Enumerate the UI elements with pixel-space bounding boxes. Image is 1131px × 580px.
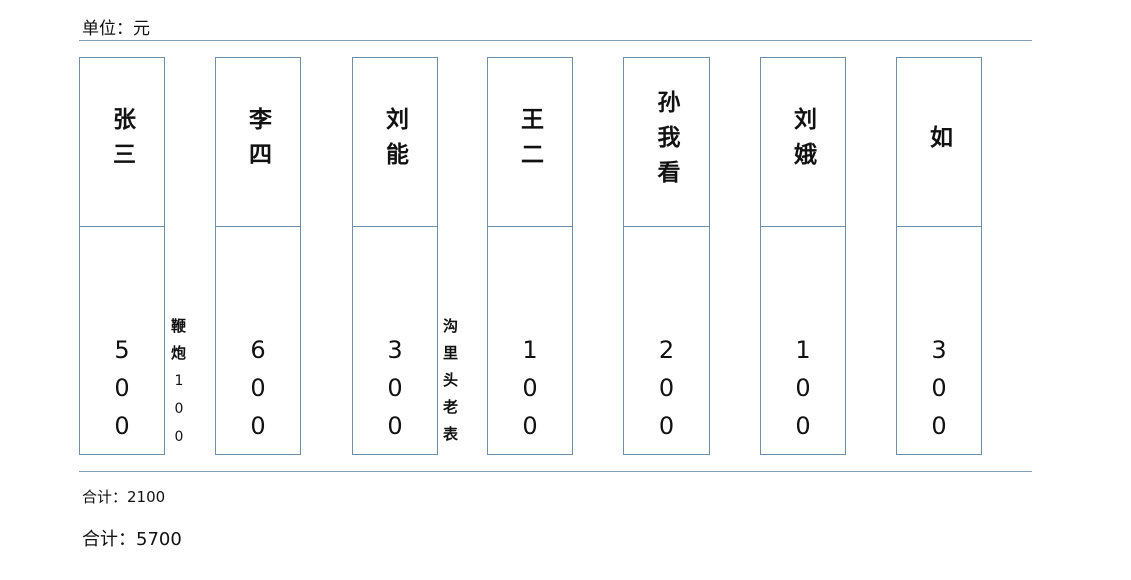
card-name: 孙我看 [653, 89, 680, 195]
note-firecrackers-amount: 100 [171, 373, 187, 457]
note-firecrackers: 鞭炮 [169, 318, 187, 372]
gift-card-liu-e: 刘娥 100 [760, 57, 846, 455]
card-amount-cell: 200 [624, 336, 709, 450]
card-amount-cell: 300 [897, 336, 981, 450]
note-label: 鞭炮 [169, 318, 187, 372]
total-line-1: 合计：2100 [82, 488, 166, 506]
gift-card-wang-er: 王二 100 [487, 57, 573, 455]
card-name-cell: 张三 [80, 58, 164, 227]
card-amount-cell: 500 [80, 336, 164, 450]
card-amount-cell: 100 [488, 336, 572, 450]
bottom-divider [79, 471, 1032, 472]
card-name-cell: 刘娥 [761, 58, 845, 227]
card-name: 如 [925, 124, 953, 160]
card-name-cell: 李四 [216, 58, 300, 227]
card-amount: 300 [381, 336, 409, 450]
card-amount-cell: 100 [761, 336, 845, 450]
unit-label: 单位：元 [82, 19, 150, 39]
gift-card-zhang-san: 张三 500 [79, 57, 165, 455]
note-label: 沟里头老表 [441, 318, 459, 453]
card-amount: 600 [244, 336, 272, 450]
note-amount: 100 [171, 373, 187, 457]
note-cousin: 沟里头老表 [441, 318, 459, 453]
card-name: 张三 [108, 107, 136, 177]
top-divider [79, 40, 1032, 41]
card-amount: 200 [652, 336, 681, 450]
gift-card-ru: 如 300 [896, 57, 982, 455]
card-amount: 300 [925, 336, 953, 450]
card-name-cell: 王二 [488, 58, 572, 227]
card-name: 刘能 [381, 107, 409, 177]
card-amount-cell: 300 [353, 336, 437, 450]
card-amount: 100 [789, 336, 817, 450]
card-name: 李四 [244, 107, 272, 177]
gift-card-liu-neng: 刘能 300 [352, 57, 438, 455]
card-name-cell: 孙我看 [624, 58, 709, 227]
card-amount-cell: 600 [216, 336, 300, 450]
total-line-2: 合计：5700 [82, 529, 182, 550]
card-amount: 100 [516, 336, 544, 450]
card-name-cell: 刘能 [353, 58, 437, 227]
gift-card-sun-wo-kan: 孙我看 200 [623, 57, 710, 455]
card-name-cell: 如 [897, 58, 981, 227]
card-name: 王二 [516, 107, 544, 177]
card-amount: 500 [108, 336, 136, 450]
card-name: 刘娥 [789, 107, 817, 177]
gift-card-li-si: 李四 600 [215, 57, 301, 455]
